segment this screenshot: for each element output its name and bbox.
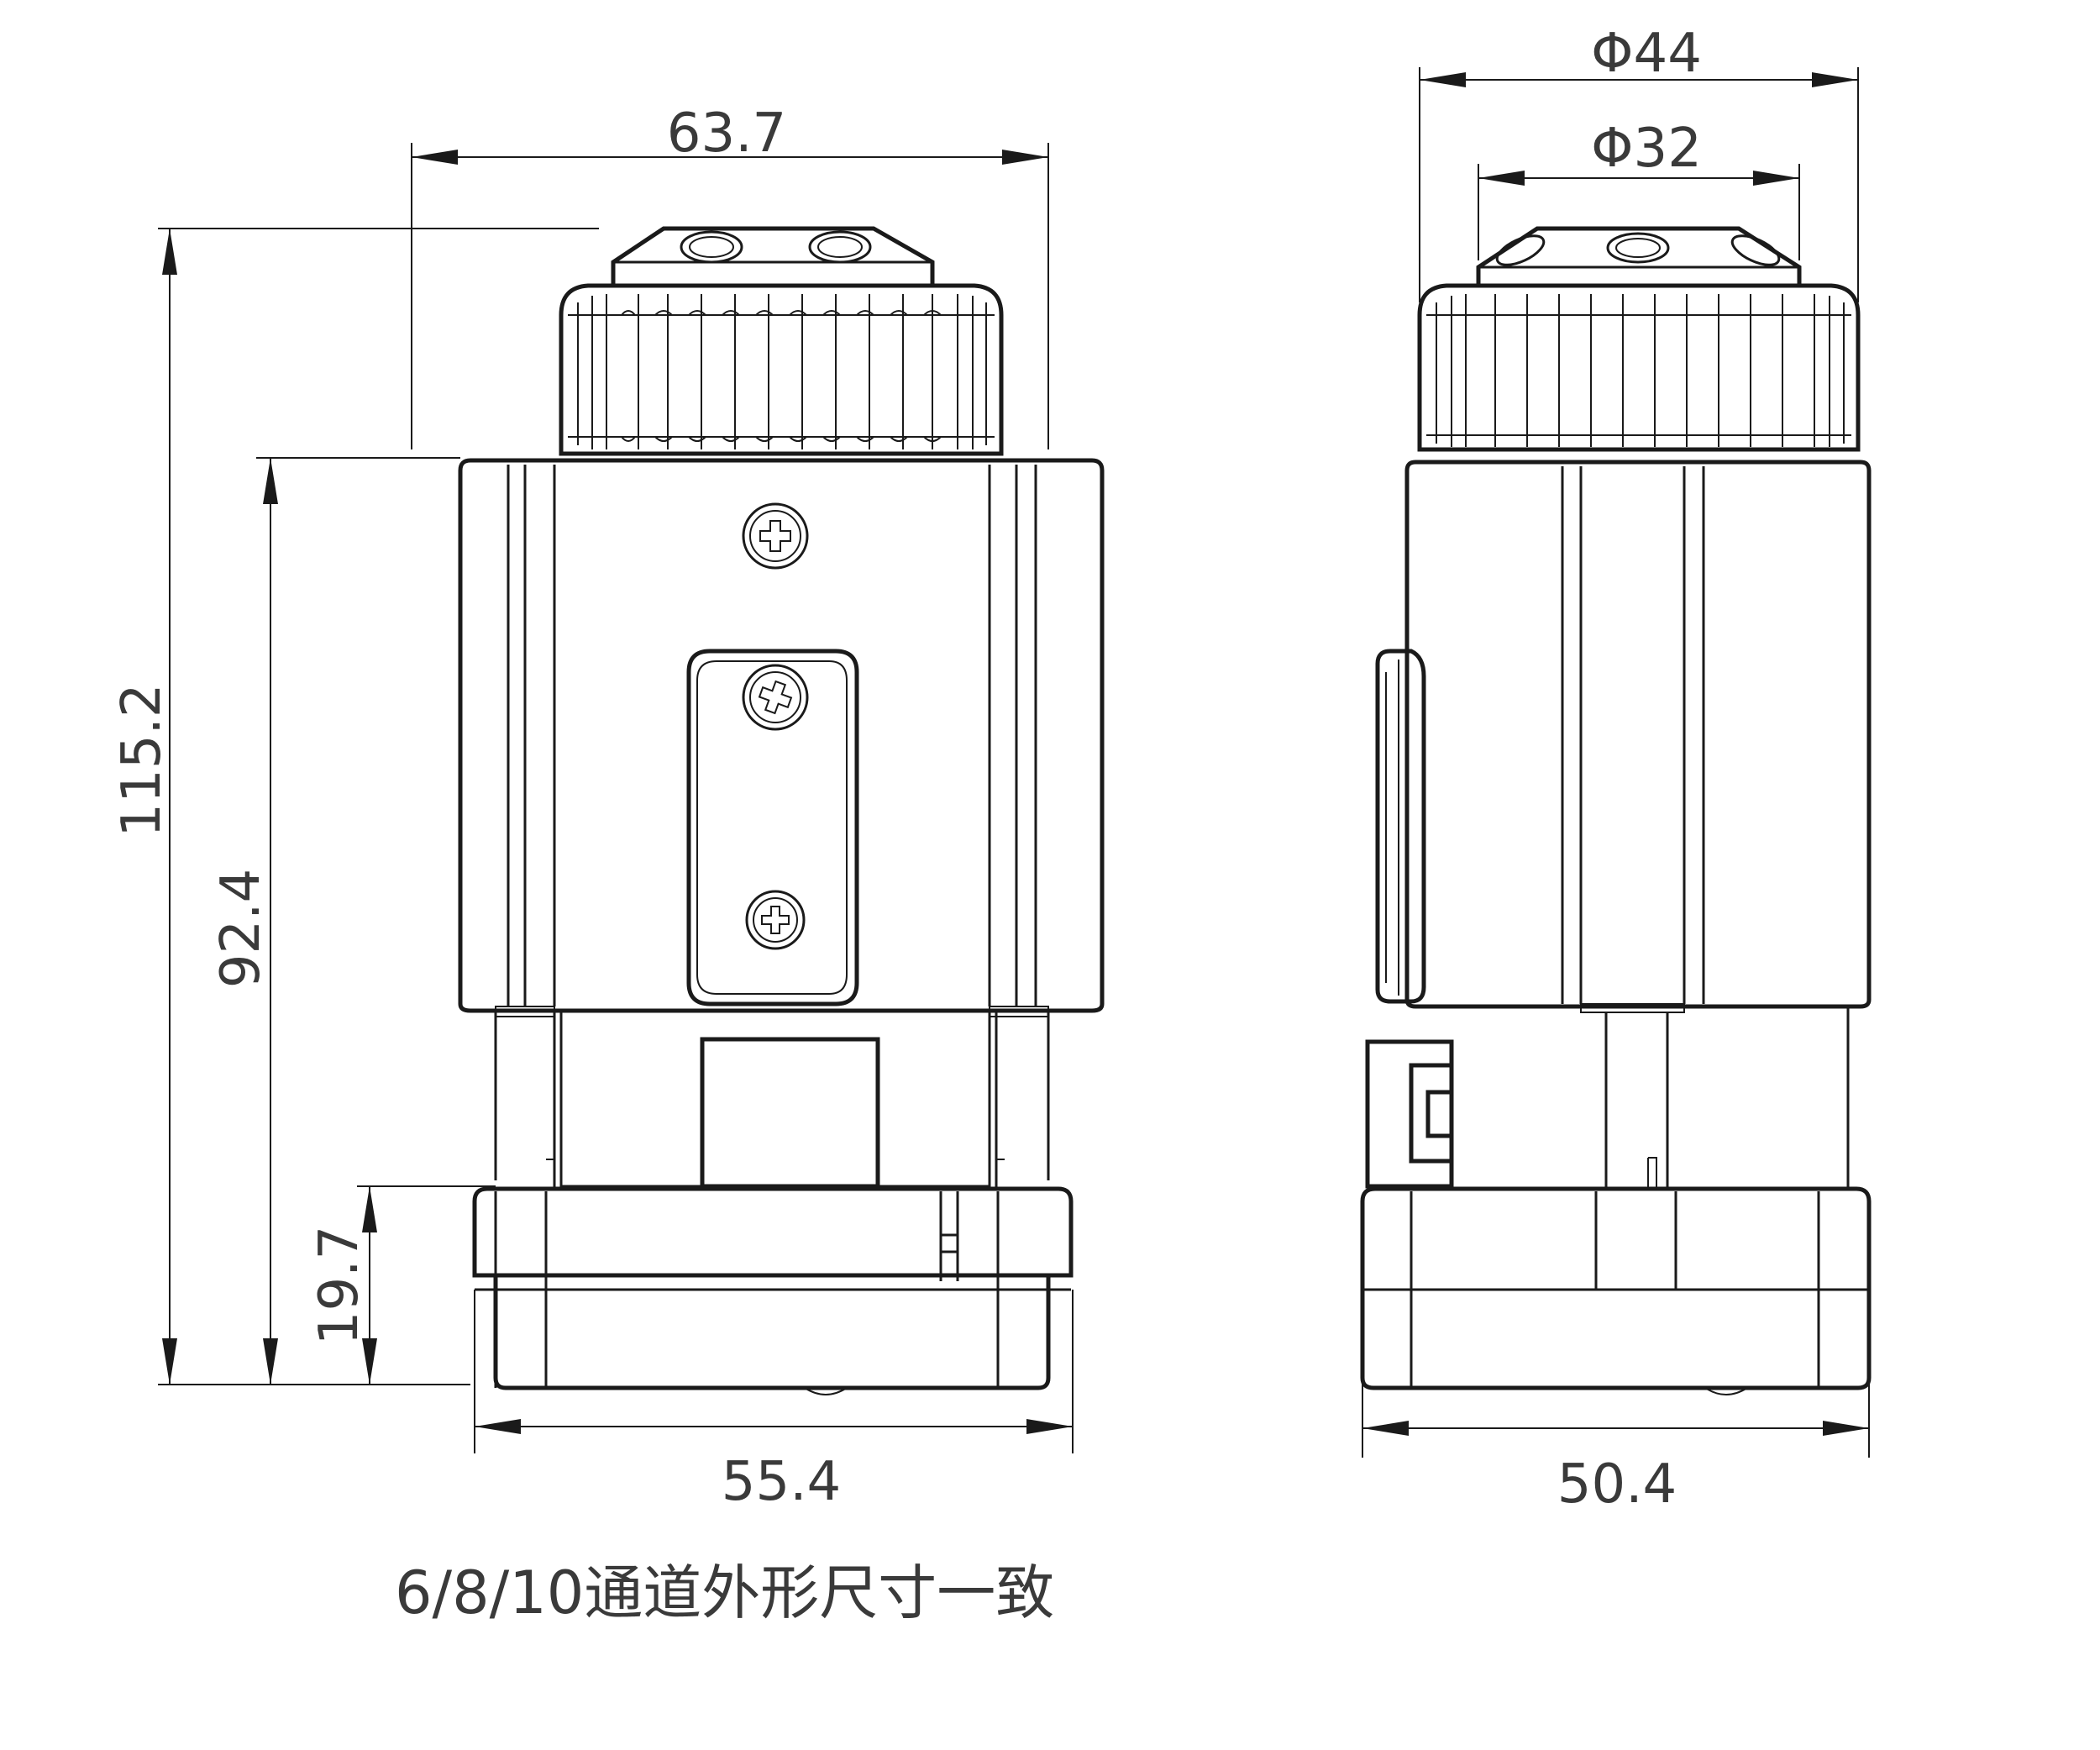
front-neck [494, 1012, 1050, 1189]
dim-label-height-total: 115.2 [111, 683, 173, 837]
front-knurled-nut [559, 283, 1004, 456]
side-neck [1365, 1006, 1850, 1189]
dim-label-height-body: 92.4 [210, 869, 272, 989]
cable-hole-right [808, 230, 872, 264]
front-cable-entry-cone [611, 226, 935, 286]
front-dim-height-total [158, 228, 599, 1385]
caption: 6/8/10通道外形尺寸一致 [395, 1558, 1055, 1627]
side-view: Φ44 Φ32 50.4 [1360, 23, 1872, 1516]
side-lock-lever [1375, 649, 1426, 1004]
front-dim-width-base [474, 1290, 1074, 1453]
dim-label-width-base: 55.4 [722, 1451, 842, 1513]
dim-label-diameter-inner: Φ32 [1591, 118, 1702, 180]
front-dim-height-base [357, 1185, 496, 1385]
side-base [1360, 1186, 1872, 1395]
dim-label-diameter-outer: Φ44 [1591, 23, 1702, 85]
dim-label-height-base: 19.7 [308, 1226, 370, 1346]
dim-label-width-base-side: 50.4 [1557, 1453, 1677, 1516]
knurl-ridges [577, 294, 987, 449]
screw-bottom [745, 890, 806, 950]
side-cable-entry-cone [1476, 226, 1802, 286]
front-base [472, 1186, 1074, 1395]
side-dim-width-base [1362, 1290, 1870, 1458]
side-housing-body [1404, 460, 1872, 1013]
cable-hole-left [680, 230, 743, 264]
lock-plate [686, 649, 859, 1006]
side-dim-diameter-outer [1419, 67, 1859, 302]
screw-top [742, 502, 809, 570]
side-dim-diameter-inner [1478, 164, 1800, 260]
front-dim-width-top [411, 143, 1049, 449]
dim-label-width-top: 63.7 [667, 102, 787, 165]
front-view: 63.7 115.2 92.4 19.7 55.4 [111, 102, 1105, 1513]
side-knurled-nut [1417, 283, 1861, 452]
screw-middle [742, 664, 809, 731]
front-dim-height-body [256, 457, 460, 1385]
